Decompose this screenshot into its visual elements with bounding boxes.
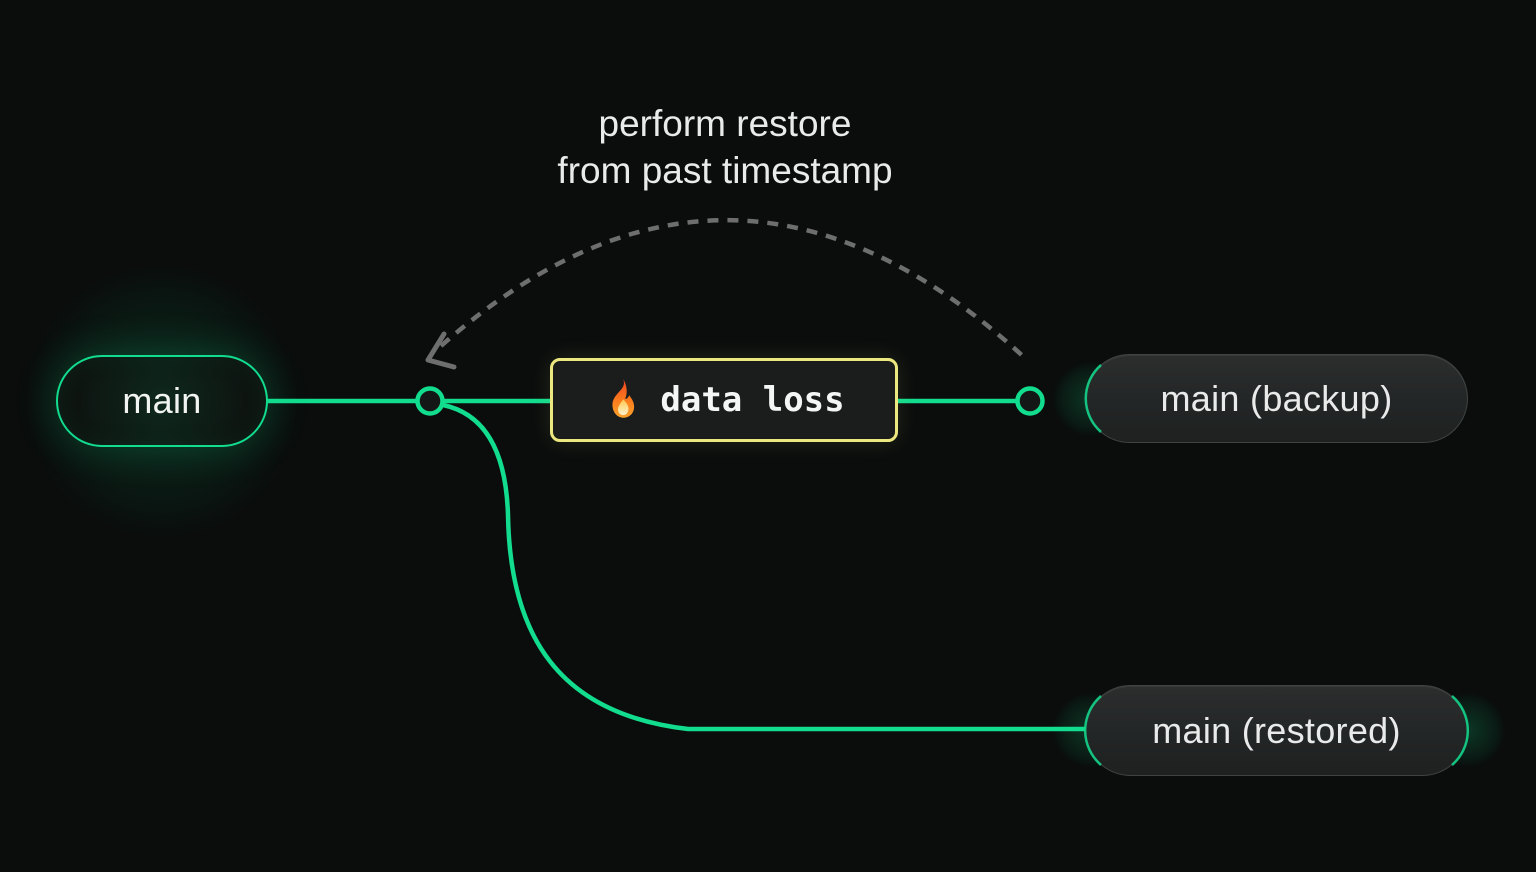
data-loss-label: data loss	[660, 380, 845, 420]
branch-node-main-label: main	[122, 380, 202, 421]
data-loss-event-box: data loss	[550, 358, 898, 442]
branch-node-backup: main (backup)	[1085, 354, 1468, 443]
branch-point-node	[415, 386, 445, 416]
restore-annotation-line1: perform restore	[598, 103, 852, 144]
arrowhead-icon	[425, 331, 457, 370]
restore-annotation: perform restore from past timestamp	[440, 100, 1010, 194]
branch-node-restored: main (restored)	[1085, 685, 1468, 776]
fire-icon	[612, 378, 635, 418]
backup-point-node	[1015, 386, 1045, 416]
branch-node-main: main	[56, 355, 268, 447]
restore-annotation-line2: from past timestamp	[557, 150, 893, 191]
branch-node-backup-label: main (backup)	[1160, 377, 1393, 419]
restore-arc-dashed	[439, 217, 1028, 361]
branch-node-restored-label: main (restored)	[1152, 709, 1401, 751]
edge-branch-point-to-restored	[442, 402, 1090, 732]
